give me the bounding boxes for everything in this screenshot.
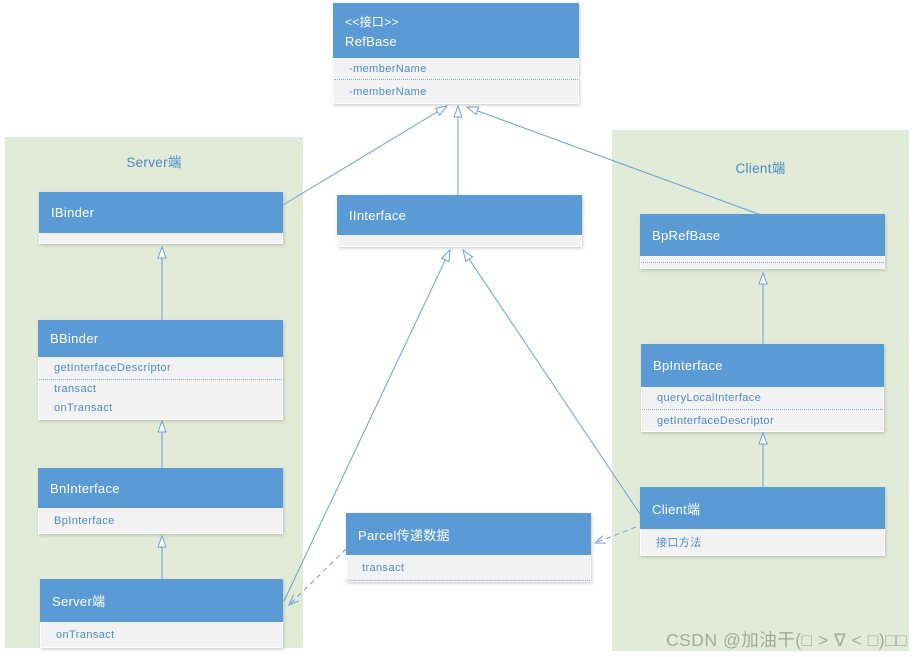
bninterface-member-1: BpInterface xyxy=(54,514,115,527)
class-bninterface: BnInterface BpInterface xyxy=(38,468,283,534)
refbase-member-1: -memberName xyxy=(334,58,578,80)
ibinder-name: IBinder xyxy=(39,192,283,233)
class-ibinder: IBinder xyxy=(39,192,283,244)
server-impl-member-1: onTransact xyxy=(56,628,115,641)
class-bbinder: BBinder getInterfaceDescriptor transact … xyxy=(38,320,283,420)
bpinterface-member-1: queryLocalInterface xyxy=(642,387,883,410)
bbinder-member-2: transact xyxy=(54,382,97,395)
client-impl-name: Client端 xyxy=(640,487,885,529)
client-panel-title: Client端 xyxy=(735,161,786,176)
server-impl-name: Server端 xyxy=(40,579,283,622)
bbinder-member-1: getInterfaceDescriptor xyxy=(39,357,282,380)
parcel-name: Parcel传递数据 xyxy=(346,513,591,555)
edge-ibinder-to-refbase xyxy=(282,105,449,206)
refbase-name: RefBase xyxy=(345,33,397,49)
class-refbase: <<接口>> RefBase -memberName -memberName xyxy=(333,3,579,104)
class-refbase-header: <<接口>> RefBase xyxy=(333,3,579,58)
class-server-impl: Server端 onTransact xyxy=(40,579,283,648)
class-client-impl: Client端 接口方法 xyxy=(640,487,885,556)
bninterface-name: BnInterface xyxy=(38,468,283,508)
class-iinterface: IInterface xyxy=(337,195,582,247)
csdn-watermark: CSDN @加油干(□ > ∇ < □)□□ xyxy=(666,630,908,650)
class-bpinterface: BpInterface queryLocalInterface getInter… xyxy=(641,344,884,432)
server-panel-title: Server端 xyxy=(126,155,182,170)
refbase-stereotype: <<接口>> xyxy=(345,14,399,29)
bpinterface-name: BpInterface xyxy=(641,344,884,387)
bbinder-name: BBinder xyxy=(38,320,283,357)
bbinder-member-3: onTransact xyxy=(54,402,113,414)
client-impl-member-1: 接口方法 xyxy=(656,537,702,549)
bprefbase-name: BpRefBase xyxy=(640,214,885,256)
parcel-member-1: transact xyxy=(347,555,590,581)
bpinterface-member-2: getInterfaceDescriptor xyxy=(657,414,775,427)
refbase-member-2: -memberName xyxy=(349,85,427,98)
class-parcel: Parcel传递数据 transact xyxy=(346,513,591,582)
iinterface-name: IInterface xyxy=(337,195,582,235)
class-bprefbase: BpRefBase xyxy=(640,214,885,269)
